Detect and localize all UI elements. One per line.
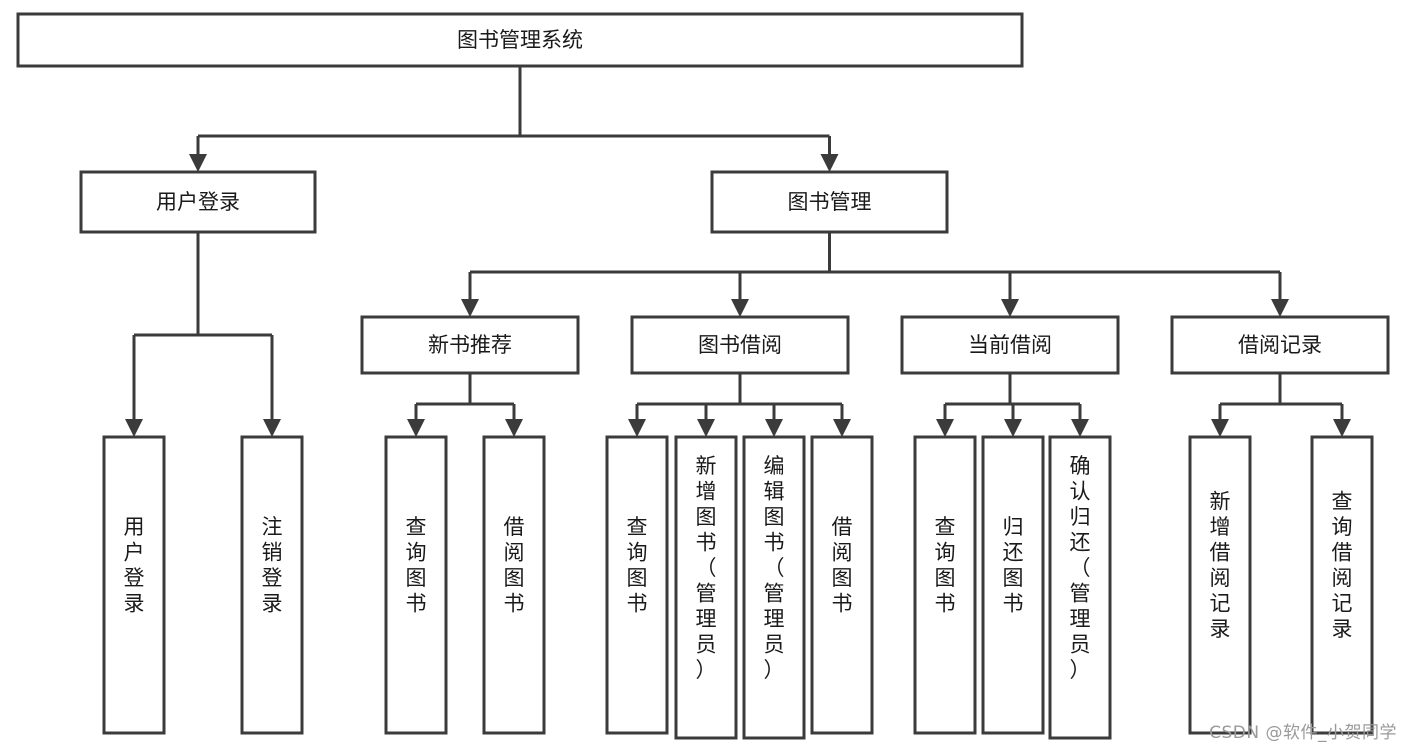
node-box-borrow-record[interactable] bbox=[1170, 315, 1390, 375]
node-box-record-query[interactable] bbox=[1310, 435, 1374, 735]
arrow-head-icon bbox=[505, 419, 523, 437]
node-label-current-query-book: 查询图书 bbox=[935, 515, 956, 616]
arrow-head-icon bbox=[125, 419, 143, 437]
node-box-user-login-logout[interactable] bbox=[240, 435, 304, 735]
arrow-head-icon bbox=[765, 419, 783, 437]
arrow-head-icon bbox=[1271, 299, 1289, 317]
node-user-login-logout[interactable]: 注销登录 bbox=[240, 435, 304, 735]
watermark-text: CSDN @软件_小贺同学 bbox=[1209, 723, 1397, 743]
node-box-current-borrow[interactable] bbox=[900, 315, 1120, 375]
node-borrow-record[interactable]: 借阅记录 bbox=[1170, 315, 1390, 375]
arrow-head-icon bbox=[731, 299, 749, 317]
node-label-record-add: 新增借阅记录 bbox=[1210, 490, 1231, 642]
node-record-add[interactable]: 新增借阅记录 bbox=[1188, 435, 1252, 735]
node-recommend-query-book[interactable]: 查询图书 bbox=[384, 435, 448, 735]
node-book-borrow[interactable]: 图书借阅 bbox=[630, 315, 850, 375]
arrow-head-icon bbox=[407, 419, 425, 437]
node-box-book-borrow[interactable] bbox=[630, 315, 850, 375]
node-label-user-login-login: 用户登录 bbox=[124, 515, 145, 616]
node-new-book-recommend[interactable]: 新书推荐 bbox=[360, 315, 580, 375]
node-label-borrow-query-book: 查询图书 bbox=[627, 515, 648, 616]
connector-borrowrecord-to-leaves bbox=[1218, 373, 1344, 420]
arrow-head-icon bbox=[820, 154, 839, 172]
node-box-current-return-book[interactable] bbox=[981, 435, 1045, 735]
node-book-management[interactable]: 图书管理 bbox=[710, 170, 949, 234]
arrow-head-icon bbox=[1333, 419, 1351, 437]
connector-bookmgmt-to-level3 bbox=[468, 232, 1282, 300]
node-box-recommend-query-book[interactable] bbox=[384, 435, 448, 735]
node-box-current-query-book[interactable] bbox=[913, 435, 977, 735]
connector-bookborrow-to-leaves bbox=[635, 373, 844, 420]
node-root[interactable]: 图书管理系统 bbox=[16, 12, 1024, 68]
node-box-borrow-query-book[interactable] bbox=[605, 435, 669, 735]
connector-currentborrow-to-leaves bbox=[943, 373, 1082, 420]
node-current-borrow[interactable]: 当前借阅 bbox=[900, 315, 1120, 375]
node-label-user-login-logout: 注销登录 bbox=[262, 515, 283, 616]
arrow-head-icon bbox=[1004, 419, 1022, 437]
node-box-root[interactable] bbox=[16, 12, 1024, 68]
node-label-current-return-book: 归还图书 bbox=[1003, 515, 1024, 616]
node-label-borrow-add-book: 新增图书（管理员） bbox=[696, 454, 717, 682]
arrow-head-icon bbox=[833, 419, 851, 437]
arrow-head-icon bbox=[936, 419, 954, 437]
node-label-current-borrow: 当前借阅 bbox=[968, 333, 1052, 357]
connector-recommend-to-leaves bbox=[414, 373, 516, 420]
connector-root-to-level2 bbox=[196, 66, 831, 155]
node-current-query-book[interactable]: 查询图书 bbox=[913, 435, 977, 735]
node-box-user-login-login[interactable] bbox=[102, 435, 166, 735]
node-user-login[interactable]: 用户登录 bbox=[79, 170, 317, 234]
node-box-borrow-borrow-book[interactable] bbox=[810, 435, 874, 735]
node-current-return-book[interactable]: 归还图书 bbox=[981, 435, 1045, 735]
node-label-borrow-record: 借阅记录 bbox=[1238, 333, 1322, 357]
node-box-borrow-edit-book[interactable] bbox=[742, 435, 806, 740]
node-label-book-management: 图书管理 bbox=[788, 190, 872, 214]
node-label-recommend-query-book: 查询图书 bbox=[406, 515, 427, 616]
node-current-confirm-return[interactable]: 确认归还（管理员） bbox=[1048, 435, 1112, 740]
node-box-recommend-borrow-book[interactable] bbox=[482, 435, 546, 735]
arrow-head-icon bbox=[697, 419, 715, 437]
node-label-record-query: 查询借阅记录 bbox=[1332, 490, 1353, 642]
arrow-head-icon bbox=[1211, 419, 1229, 437]
node-label-borrow-borrow-book: 借阅图书 bbox=[832, 515, 853, 616]
connectors-layer bbox=[125, 66, 1351, 437]
node-label-recommend-borrow-book: 借阅图书 bbox=[504, 515, 525, 616]
arrow-head-icon bbox=[1001, 299, 1019, 317]
node-label-borrow-edit-book: 编辑图书（管理员） bbox=[764, 454, 785, 682]
arrow-head-icon bbox=[263, 419, 281, 437]
node-label-current-confirm-return: 确认归还（管理员） bbox=[1070, 454, 1091, 682]
node-label-book-borrow: 图书借阅 bbox=[698, 333, 782, 357]
connector-user-login-to-leaves bbox=[132, 232, 274, 420]
node-borrow-borrow-book[interactable]: 借阅图书 bbox=[810, 435, 874, 735]
node-label-root: 图书管理系统 bbox=[457, 28, 583, 52]
node-label-new-book-recommend: 新书推荐 bbox=[428, 333, 512, 357]
node-box-borrow-add-book[interactable] bbox=[674, 435, 738, 740]
arrow-head-icon bbox=[1071, 419, 1089, 437]
node-borrow-edit-book[interactable]: 编辑图书（管理员） bbox=[742, 435, 806, 740]
node-recommend-borrow-book[interactable]: 借阅图书 bbox=[482, 435, 546, 735]
arrow-head-icon bbox=[189, 154, 207, 172]
arrow-head-icon bbox=[461, 299, 479, 317]
node-user-login-login[interactable]: 用户登录 bbox=[102, 435, 166, 735]
node-box-book-management[interactable] bbox=[710, 170, 949, 234]
node-borrow-add-book[interactable]: 新增图书（管理员） bbox=[674, 435, 738, 740]
node-borrow-query-book[interactable]: 查询图书 bbox=[605, 435, 669, 735]
node-box-user-login[interactable] bbox=[79, 170, 317, 234]
node-label-user-login: 用户登录 bbox=[156, 190, 240, 214]
nodes-layer: 图书管理系统用户登录用户登录注销登录图书管理新书推荐查询图书借阅图书图书借阅查询… bbox=[16, 12, 1390, 740]
node-box-record-add[interactable] bbox=[1188, 435, 1252, 735]
node-box-current-confirm-return[interactable] bbox=[1048, 435, 1112, 740]
node-record-query[interactable]: 查询借阅记录 bbox=[1310, 435, 1374, 735]
arrow-head-icon bbox=[628, 419, 646, 437]
node-box-new-book-recommend[interactable] bbox=[360, 315, 580, 375]
